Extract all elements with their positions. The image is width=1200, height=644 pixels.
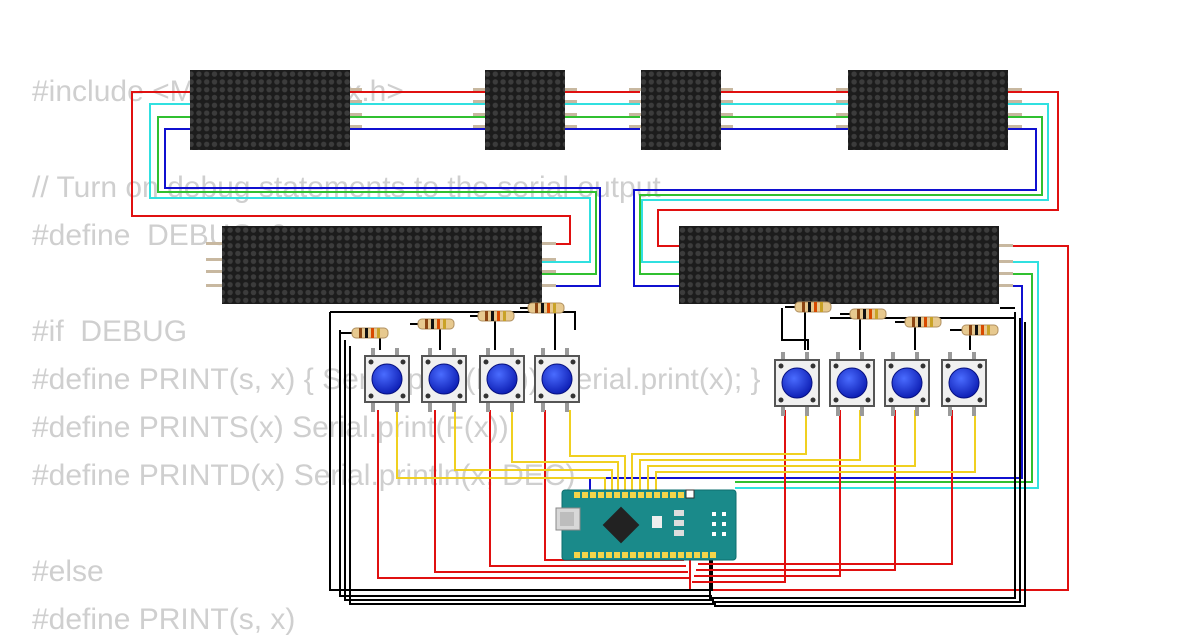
resistor	[477, 310, 515, 322]
led-matrix-4	[836, 70, 1022, 150]
resistor	[351, 327, 389, 339]
code-line: #if DEBUG	[32, 315, 188, 348]
led-matrices	[190, 70, 1022, 304]
arduino-nano-icon	[555, 489, 737, 561]
right-loop-wires	[633, 91, 1059, 287]
push-buttons	[364, 348, 987, 416]
resistor	[904, 316, 942, 328]
push-button	[534, 348, 580, 412]
code-line: #else	[32, 555, 104, 588]
led-matrix-6	[679, 226, 1013, 304]
push-button	[421, 348, 467, 412]
code-line: #define PRINTD(x) Serial.println(x, DEC)	[32, 459, 576, 492]
resistor	[417, 318, 455, 330]
push-button	[479, 348, 525, 412]
push-button	[941, 352, 987, 416]
resistor	[794, 301, 832, 313]
resistor	[961, 324, 999, 336]
push-button	[364, 348, 410, 412]
led-matrix-3	[629, 70, 733, 150]
signal-wires	[396, 410, 976, 492]
left-loop-wires	[131, 91, 601, 287]
resistors	[351, 301, 999, 339]
led-matrix-5	[206, 226, 556, 304]
ground-wires	[329, 307, 1026, 607]
push-button	[884, 352, 930, 416]
code-line: #define PRINTS(x) Serial.print(F(x))	[32, 411, 509, 444]
led-matrix-1	[190, 70, 362, 150]
circuit-diagram	[131, 70, 1069, 607]
resistor	[849, 308, 887, 320]
push-button	[829, 352, 875, 416]
push-button	[774, 352, 820, 416]
led-matrix-2	[473, 70, 577, 150]
top-chain-wires	[350, 91, 848, 130]
resistor	[527, 302, 565, 314]
